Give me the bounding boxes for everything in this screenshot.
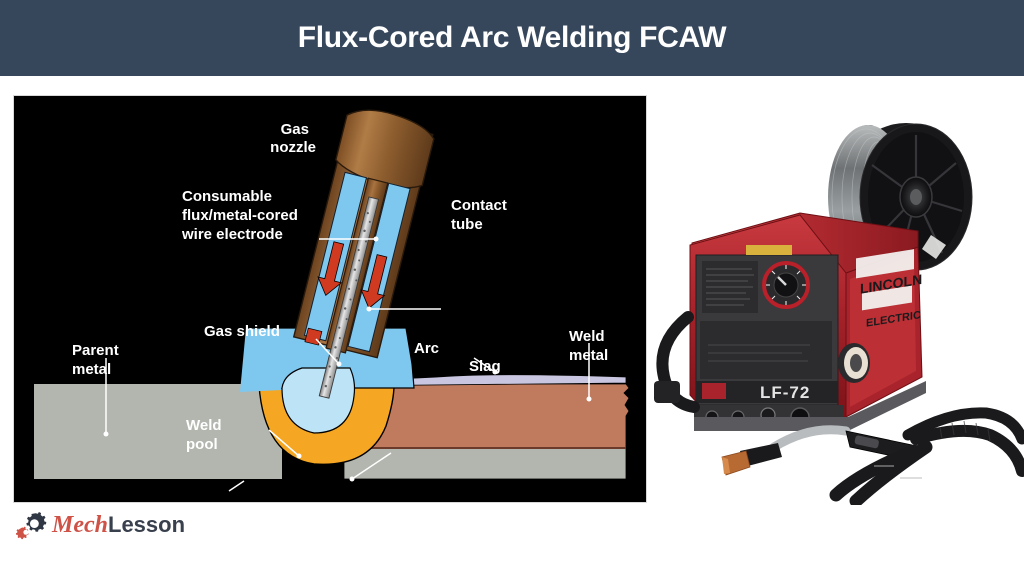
parent-metal-shape xyxy=(33,383,283,480)
label-consumable-line1: Consumable xyxy=(182,188,272,205)
cable-bundle xyxy=(829,407,1024,505)
warning-label xyxy=(746,245,792,255)
label-gas-nozzle-line2: nozzle xyxy=(270,139,316,156)
gas-flow-arrow-left xyxy=(317,241,345,297)
site-logo[interactable]: MechLesson xyxy=(16,508,185,542)
label-weld-metal-line1: Weld xyxy=(569,328,605,345)
label-parent-metal-line1: Parent xyxy=(72,342,119,359)
cable-connector-block xyxy=(654,381,680,403)
gas-nozzle-cap xyxy=(335,109,435,189)
label-consumable-line2: flux/metal-cored xyxy=(182,207,298,224)
page-title: Flux-Cored Arc Welding FCAW xyxy=(297,21,727,54)
model-badge xyxy=(696,381,838,403)
wire-electrode-shape xyxy=(318,196,380,399)
leader-lines xyxy=(105,238,590,492)
label-slag: Slag xyxy=(469,358,501,375)
fcaw-diagram-panel: Gas nozzle Consumable flux/metal-cored w… xyxy=(13,95,647,503)
label-weld-pool-line2: pool xyxy=(186,436,218,453)
weld-metal-shape xyxy=(343,383,630,480)
label-consumable-line3: wire electrode xyxy=(181,226,283,243)
page-header: Flux-Cored Arc Welding FCAW xyxy=(0,0,1024,76)
cable-ribs xyxy=(939,420,991,442)
fcaw-diagram-svg: Gas nozzle Consumable flux/metal-cored w… xyxy=(14,96,646,502)
welding-machine-svg: LINCOLN ELECTRIC xyxy=(650,95,1024,505)
welder-body: LINCOLN ELECTRIC xyxy=(689,212,926,431)
label-contact-tube-line1: Contact xyxy=(451,197,507,214)
cable-printing xyxy=(874,465,922,479)
label-contact-tube-line2: tube xyxy=(451,216,483,233)
gun-nozzle-shell xyxy=(740,443,782,467)
label-gas-nozzle-line1: Gas xyxy=(281,121,309,138)
lower-panel xyxy=(700,321,832,379)
gear-icon xyxy=(16,512,47,540)
lincoln-brand-plate xyxy=(856,249,914,311)
leader-dots xyxy=(103,236,592,482)
gas-flow-arrow-right xyxy=(360,254,388,309)
label-arc: Arc xyxy=(414,340,439,357)
logo-mech-text: Mech xyxy=(52,512,108,538)
model-text: LF-72 xyxy=(760,383,810,402)
logo-lesson-text: Lesson xyxy=(108,512,186,537)
welding-machine-photo: LINCOLN ELECTRIC xyxy=(650,95,1024,505)
arc-bulb xyxy=(281,367,356,434)
gun-gooseneck xyxy=(769,425,851,452)
label-gas-shield: Gas shield xyxy=(204,323,280,340)
gear-large-icon xyxy=(26,512,47,532)
label-parent-metal-line2: metal xyxy=(72,361,111,378)
gear-small-icon xyxy=(16,526,29,540)
wire-speed-dial[interactable] xyxy=(762,261,810,309)
wire-electrode-flux-speckle xyxy=(324,212,371,388)
output-bushing xyxy=(838,343,870,383)
base-rail xyxy=(694,381,926,431)
label-weld-metal-line2: metal xyxy=(569,347,608,364)
torch-assembly xyxy=(292,109,435,399)
gun-trigger[interactable] xyxy=(854,435,879,449)
label-weld-pool-line1: Weld xyxy=(186,417,222,434)
logo-wordmark: MechLesson xyxy=(52,513,185,537)
left-cable-loop xyxy=(656,311,700,413)
